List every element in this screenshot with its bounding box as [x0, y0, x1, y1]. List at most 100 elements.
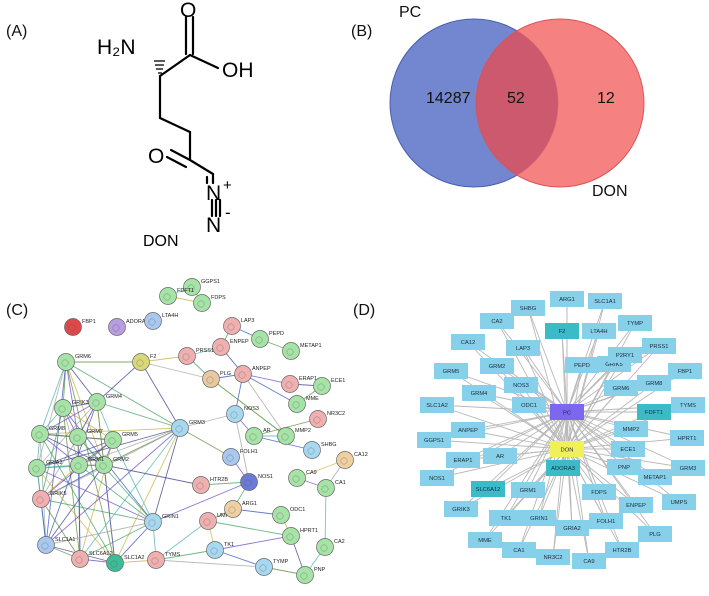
cyto-node-erap1[interactable]: ERAP1 — [446, 452, 480, 468]
cyto-node-slc1a2[interactable]: SLC1A2 — [420, 397, 454, 413]
cyto-node-grm1[interactable]: GRM1 — [511, 482, 545, 498]
cyto-node-tymp[interactable]: TYMP — [618, 315, 652, 331]
cyto-node-lta4h[interactable]: LTA4H — [582, 323, 616, 339]
cyto-node-folh1[interactable]: FOLH1 — [589, 513, 623, 529]
string-node-grik5[interactable]: GRIK5 — [32, 490, 67, 508]
string-node-grm2[interactable]: GRM2 — [95, 456, 129, 474]
string-node-slc1a1[interactable]: SLC1A1 — [37, 536, 76, 554]
cyto-node-adora3[interactable]: ADORA3 — [546, 460, 580, 476]
string-node-odc1[interactable]: ODC1 — [272, 506, 306, 524]
string-node-erap1[interactable]: ERAP1 — [281, 375, 318, 393]
string-node-mmp2[interactable]: MMP2 — [277, 427, 311, 445]
string-node-nos3[interactable]: NOS3 — [226, 405, 259, 423]
string-node-f2[interactable]: F2 — [132, 353, 157, 371]
cyto-node-grm3[interactable]: GRM3 — [671, 460, 705, 476]
cyto-node-prss1[interactable]: PRSS1 — [642, 338, 676, 354]
string-node-grm8[interactable]: GRM8 — [31, 425, 65, 443]
cyto-node-lap3[interactable]: LAP3 — [506, 340, 540, 356]
cyto-node-nos3[interactable]: NOS3 — [504, 377, 538, 393]
cyto-node-grm5[interactable]: GRM5 — [434, 363, 468, 379]
string-node-tymp[interactable]: TYMP — [255, 558, 289, 576]
string-node-ca2[interactable]: CA2 — [316, 538, 345, 556]
cyto-node-gria2[interactable]: GRIA2 — [555, 520, 589, 536]
cyto-node-pnp[interactable]: PNP — [607, 459, 641, 475]
string-node-lta4h[interactable]: LTA4H — [144, 312, 179, 330]
string-node-ggps1[interactable]: GGPS1 — [183, 278, 220, 296]
cyto-node-shbg[interactable]: SHBG — [511, 300, 545, 316]
string-node-ca1[interactable]: CA1 — [317, 479, 346, 497]
string-node-fbp1[interactable]: FBP1 — [64, 318, 96, 336]
string-node-ar[interactable]: AR — [245, 427, 271, 445]
string-node-grm6[interactable]: GRM6 — [57, 353, 91, 371]
string-node-grm3[interactable]: GRM3 — [171, 419, 205, 437]
string-node-anpep[interactable]: ANPEP — [234, 365, 271, 383]
cyto-node-grm4[interactable]: GRM4 — [462, 385, 496, 401]
cyto-node-mme[interactable]: MME — [468, 532, 502, 548]
cyto-node-ca2[interactable]: CA2 — [480, 313, 514, 329]
string-node-plg[interactable]: PLG — [202, 370, 232, 388]
cyto-node-nos1[interactable]: NOS1 — [420, 470, 454, 486]
string-node-grm1[interactable]: GRM1 — [70, 456, 104, 474]
string-node-ece1[interactable]: ECE1 — [313, 377, 346, 395]
cyto-node-tk1[interactable]: TK1 — [489, 510, 523, 526]
cyto-node-fdft1[interactable]: FDFT1 — [637, 404, 671, 420]
string-node-grm4[interactable]: GRM4 — [88, 393, 122, 411]
cyto-center-pc[interactable]: PC — [550, 404, 584, 420]
string-node-slc1a2[interactable]: SLC1A2 — [106, 554, 145, 572]
cyto-node-ar[interactable]: AR — [483, 448, 517, 464]
cyto-node-ca12[interactable]: CA12 — [451, 334, 485, 350]
cyto-node-slc1a1[interactable]: SLC1A1 — [588, 293, 622, 309]
cyto-node-grik3[interactable]: GRIK3 — [444, 501, 478, 517]
string-node-pepd[interactable]: PEPD — [251, 330, 285, 348]
string-node-fdft1[interactable]: FDFT1 — [159, 287, 195, 305]
string-node-grin1[interactable]: GRIN1 — [144, 513, 179, 531]
string-node-arg1[interactable]: ARG1 — [224, 500, 257, 518]
string-node-grm5[interactable]: GRM5 — [104, 431, 138, 449]
cyto-node-mmp2[interactable]: MMP2 — [614, 421, 648, 437]
cyto-node-metap1[interactable]: METAP1 — [638, 469, 672, 485]
string-node-lap3[interactable]: LAP3 — [223, 317, 255, 335]
string-node-shbg[interactable]: SHBG — [303, 441, 337, 459]
string-node-pnp[interactable]: PNP — [296, 566, 326, 584]
cyto-node-pepd[interactable]: PEPD — [565, 357, 599, 373]
cyto-node-arg1[interactable]: ARG1 — [550, 291, 584, 307]
cyto-node-umps[interactable]: UMPS — [662, 494, 696, 510]
string-node-htr2b[interactable]: HTR2B — [192, 476, 229, 494]
cyto-node-tyms[interactable]: TYMS — [671, 397, 705, 413]
cyto-node-p2ry1[interactable]: P2RY1 — [608, 347, 642, 363]
string-node-folh1[interactable]: FOLH1 — [222, 448, 258, 466]
cyto-node-grin1[interactable]: GRIN1 — [522, 510, 556, 526]
cyto-node-grm2[interactable]: GRM2 — [480, 358, 514, 374]
string-node-nr3c2[interactable]: NR3C2 — [309, 410, 346, 428]
cyto-node-grm6[interactable]: GRM6 — [604, 380, 638, 396]
string-node-hprt1[interactable]: HPRT1 — [282, 527, 318, 545]
string-node-umps[interactable]: UMPS — [199, 512, 234, 530]
cyto-node-hprt1[interactable]: HPRT1 — [670, 430, 704, 446]
string-node-grik3[interactable]: GRIK3 — [54, 399, 89, 417]
string-node-nos1[interactable]: NOS1 — [240, 473, 273, 491]
cyto-node-fbp1[interactable]: FBP1 — [668, 363, 702, 379]
string-node-fdps[interactable]: FDPS — [193, 294, 227, 312]
cyto-node-ca9[interactable]: CA9 — [572, 553, 606, 569]
string-node-grm7[interactable]: GRM7 — [69, 428, 103, 446]
cyto-node-htr2b[interactable]: HTR2B — [605, 542, 639, 558]
string-node-enpep[interactable]: ENPEP — [212, 338, 249, 356]
string-node-adora3[interactable]: ADORA3 — [108, 318, 149, 336]
cyto-node-f2[interactable]: F2 — [545, 323, 579, 339]
string-node-gria2[interactable]: GRIA2 — [28, 459, 63, 477]
string-node-slc6a12[interactable]: SLC6A12 — [71, 550, 113, 568]
cyto-node-ece1[interactable]: ECE1 — [611, 441, 645, 457]
cyto-node-slc6a12[interactable]: SLC6A12 — [471, 481, 505, 497]
cyto-node-ggps1[interactable]: GGPS1 — [417, 432, 451, 448]
string-node-ca12[interactable]: CA12 — [336, 451, 368, 469]
cyto-node-fdps[interactable]: FDPS — [582, 484, 616, 500]
string-node-tyms[interactable]: TYMS — [147, 551, 181, 569]
cyto-node-anpep[interactable]: ANPEP — [451, 422, 485, 438]
string-node-tk1[interactable]: TK1 — [206, 541, 235, 559]
cyto-node-odc1[interactable]: ODC1 — [512, 397, 546, 413]
cyto-node-nr3c2[interactable]: NR3C2 — [536, 549, 570, 565]
cyto-node-grm8[interactable]: GRM8 — [637, 375, 671, 391]
string-node-ca9[interactable]: CA9 — [288, 469, 317, 487]
cyto-center-don[interactable]: DON — [550, 441, 584, 457]
cyto-node-enpep[interactable]: ENPEP — [619, 497, 653, 513]
